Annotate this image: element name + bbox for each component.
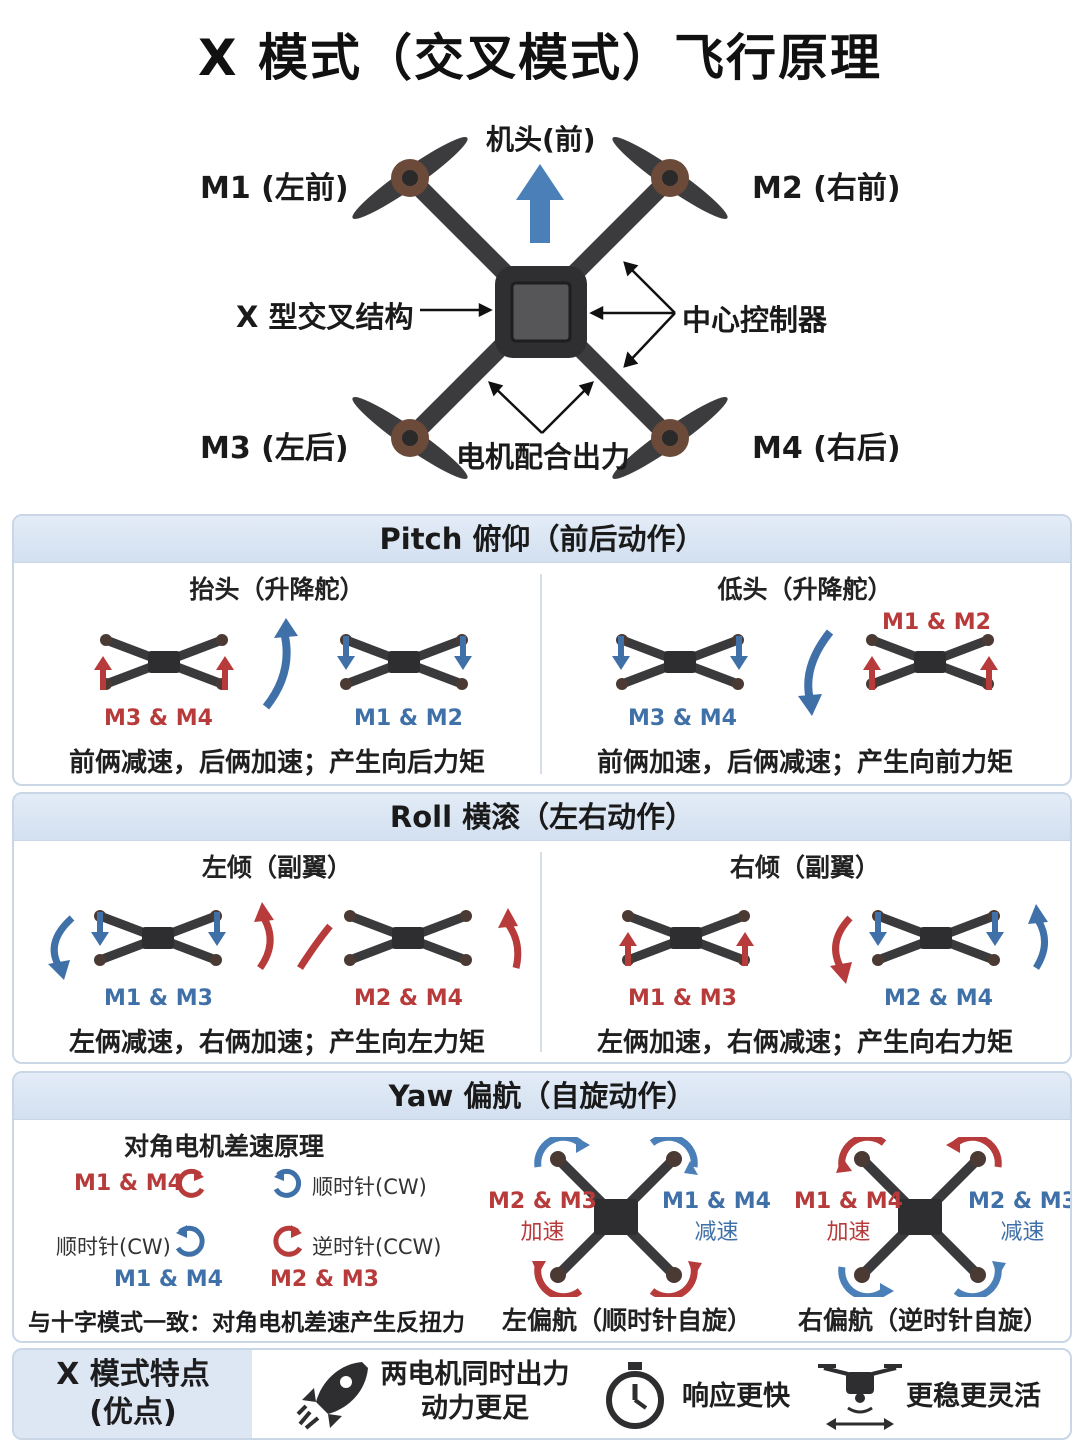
left-yaw-drone [532,1137,702,1297]
m3-label: M3 (左后) [200,431,349,466]
pitch-down-m12: M1 & M2 [882,610,991,635]
yaw-ccw-label: 逆时针(CCW) [312,1235,442,1259]
left-yaw-caption: 左偏航（顺时针自旋） [502,1306,753,1335]
pitch-header: Pitch 俯仰（前后动作） [14,516,1070,563]
forward-arrow-icon [516,164,564,243]
roll-right-drones [566,904,1048,984]
pitch-down-drones [570,612,1050,716]
m1-label: M1 (左前) [200,171,349,206]
pitch-up-title: 抬头（升降舵） [189,575,365,604]
features-strip: X 模式特点 (优点) 两电机同时出力 动力更足 响应更快 更稳更灵活 [12,1348,1072,1440]
yaw-panel: Yaw 偏航（自旋动作） 对角电机差速原理 M1 & M4 顺时针(CW) 顺时… [12,1071,1072,1343]
feature-power: 两电机同时出力 动力更足 [380,1359,570,1424]
stopwatch-icon [606,1362,664,1429]
roll-left-m24: M2 & M4 [354,986,463,1011]
pitch-up-m12: M1 & M2 [354,706,463,731]
m2-label: M2 (右前) [752,171,901,206]
yaw-cw-label-2: 顺时针(CW) [56,1235,171,1259]
roll-left-title: 左倾（副翼） [201,853,352,882]
roll-right-m24: M2 & M4 [884,986,993,1011]
roll-right-title: 右倾（副翼） [729,853,880,882]
yaw-same-as-cross: 与十字模式一致：对角电机差速产生反扭力 [28,1310,465,1336]
pitch-down-caption: 前俩加速，后俩减速；产生向前力矩 [596,748,1013,778]
motor-m3-icon [352,397,468,479]
front-label: 机头(前) [486,123,596,156]
main-drone-diagram [352,137,728,479]
roll-right-m13: M1 & M3 [628,986,737,1011]
yaw-principle-title: 对角电机差速原理 [124,1132,325,1161]
yaw-m23-bottom: M2 & M3 [270,1267,379,1292]
pitch-up-m34: M3 & M4 [104,706,213,731]
yaw-m14-top: M1 & M4 [74,1171,183,1196]
x-structure-label: X 型交叉结构 [236,300,414,334]
features-title: X 模式特点 (优点) [14,1350,252,1438]
drone-stable-icon [818,1364,902,1430]
rocket-icon [296,1362,368,1430]
motor-m4-icon [612,397,728,479]
roll-panel: Roll 横滚（左右动作） 左倾（副翼） M1 & M3 M2 & M4 左俩减… [12,792,1072,1064]
pitch-up-drones [94,618,524,710]
right-yaw-drone [836,1137,1006,1297]
right-yaw-caption: 右偏航（逆时针自旋） [798,1306,1049,1335]
roll-header: Roll 横滚（左右动作） [14,794,1070,841]
roll-left-drones [48,902,522,980]
roll-right-caption: 左俩加速，右俩减速；产生向右力矩 [596,1028,1013,1058]
yaw-m14-bottom: M1 & M4 [114,1267,223,1292]
feature-response: 响应更快 [682,1381,790,1412]
yaw-header: Yaw 偏航（自旋动作） [14,1073,1070,1120]
motor-m2-icon [612,137,728,219]
cw-blue-icon [273,1168,302,1198]
yaw-cw-label-1: 顺时针(CW) [312,1175,427,1199]
pitch-panel: Pitch 俯仰（前后动作） 抬头（升降舵） M3 & M4 M1 & M2 前… [12,514,1072,786]
pitch-up-caption: 前俩减速，后俩加速；产生向后力矩 [68,748,485,778]
ccw-red-icon [176,1168,205,1198]
roll-left-m13: M1 & M3 [104,986,213,1011]
roll-left-caption: 左俩减速，右俩加速；产生向左力矩 [68,1028,485,1058]
motors-label: 电机配合出力 [456,440,631,474]
cw-blue-icon-2 [175,1225,205,1257]
page-title: X 模式（交叉模式）飞行原理 [198,29,882,87]
motor-m1-icon [352,137,468,219]
controller-label: 中心控制器 [682,303,828,337]
feature-stable: 更稳更灵活 [906,1381,1041,1412]
ccw-red-icon-2 [273,1225,303,1257]
m4-label: M4 (右后) [752,431,901,466]
pitch-down-m34: M3 & M4 [628,706,737,731]
pitch-down-title: 低头（升降舵） [717,575,893,604]
